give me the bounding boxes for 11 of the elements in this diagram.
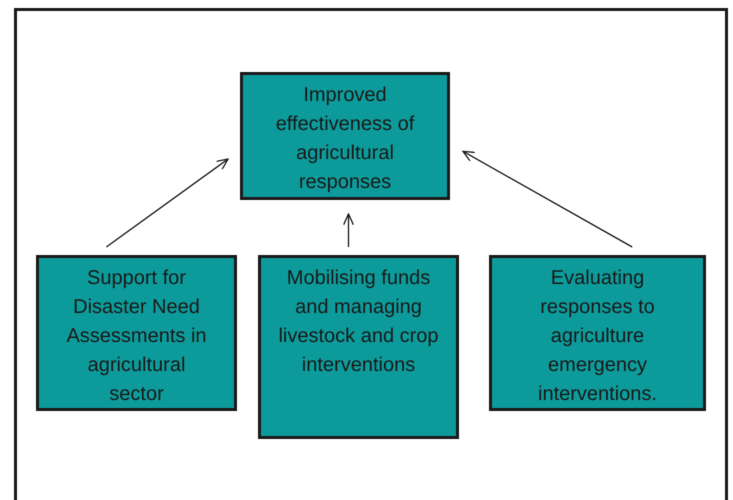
arrow — [462, 150, 633, 248]
box-text: Support for Disaster Need Assessments in agricultural sector — [65, 266, 208, 407]
process-box — [36, 255, 237, 411]
box-text: Mobilising funds and managing livestock and crop interventions — [277, 266, 440, 378]
box-text: Improved effectiveness of agricultural responses — [274, 83, 416, 195]
process-box — [489, 255, 706, 411]
arrow — [106, 158, 229, 248]
process-box — [258, 255, 459, 439]
box-text: Evaluating responses to agriculture emergency interventions. — [537, 266, 658, 407]
process-box — [240, 72, 450, 200]
arrow — [342, 213, 354, 247]
